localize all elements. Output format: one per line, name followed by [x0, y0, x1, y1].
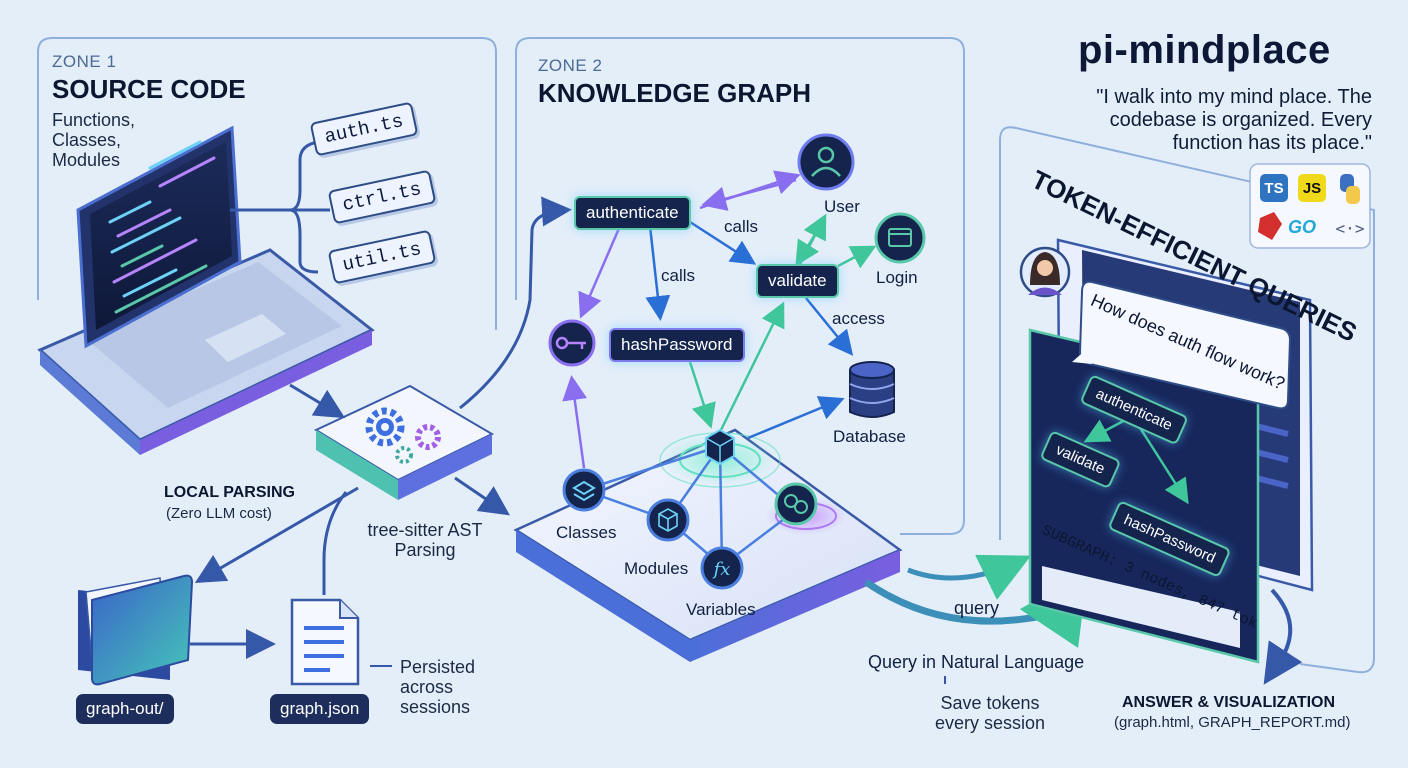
- arrow-parser-to-platform: [454, 476, 510, 516]
- laptop-illustration: [37, 125, 375, 455]
- zone1-label: ZONE 1: [52, 52, 117, 71]
- folder-icon: [78, 574, 194, 686]
- svg-text:fx: fx: [712, 559, 731, 580]
- database-icon: [849, 361, 895, 418]
- zone1-title: SOURCE CODE: [52, 74, 246, 104]
- zone2-label: ZONE 2: [538, 56, 603, 75]
- go-badge: GO: [1288, 217, 1317, 237]
- graph-out-folder-label[interactable]: graph-out/: [76, 694, 174, 724]
- answer-files: (graph.html, GRAPH_REPORT.md): [1114, 714, 1351, 731]
- code-brackets-icon: <·>: [1336, 219, 1365, 238]
- tagline-quote: "I walk into my mind place. The codebase…: [1096, 86, 1372, 154]
- document-icon: [290, 598, 360, 686]
- node-modules-label: Modules: [624, 559, 689, 578]
- persisted-label: Persisted across sessions: [400, 657, 476, 717]
- python-icon: [1340, 174, 1360, 204]
- node-hashpassword[interactable]: hashPassword: [609, 328, 745, 362]
- query-natural-language-label: Query in Natural Language: [868, 652, 1085, 672]
- node-variables-label: Variables: [686, 600, 756, 619]
- node-login-label: Login: [876, 268, 918, 287]
- local-parsing-title: LOCAL PARSING: [164, 484, 295, 501]
- typescript-badge: TS: [1260, 174, 1288, 202]
- zone2-frame: [515, 37, 965, 535]
- function-icon: fx: [700, 546, 744, 590]
- graph-platform: [513, 428, 903, 662]
- app-title: pi-mindplace: [1078, 28, 1331, 72]
- arrow-parser-to-graph: [459, 196, 572, 410]
- node-user-label: User: [824, 197, 860, 216]
- tree-sitter-label: tree-sitter AST Parsing: [367, 520, 483, 560]
- user-icon: [797, 133, 855, 191]
- login-icon: [874, 212, 926, 264]
- svg-text:<·>: <·>: [1336, 219, 1365, 238]
- graph-json-label[interactable]: graph.json: [270, 694, 370, 724]
- brain-icon: [774, 482, 818, 526]
- key-icon: [548, 319, 596, 367]
- arrow-parser-to-folder: [194, 486, 359, 584]
- save-tokens-label: Save tokens every session: [934, 693, 1046, 733]
- line-parser-to-json: [322, 491, 348, 595]
- zone3-frame: [999, 126, 1375, 674]
- arrow-laptop-to-parser: [289, 383, 346, 419]
- graph-edges: [562, 170, 877, 469]
- zone1-subtitle: Functions, Classes, Modules: [52, 110, 136, 170]
- cube-node-icon: [705, 428, 735, 466]
- edge-label-calls-2: calls: [661, 266, 696, 285]
- package-icon: [646, 498, 690, 542]
- node-validate[interactable]: validate: [756, 264, 839, 298]
- parser-cube: [313, 384, 495, 500]
- node-database-label: Database: [833, 427, 906, 446]
- zone1-frame: [37, 37, 497, 330]
- file-branch-connector: [230, 140, 330, 274]
- answer-title: ANSWER & VISUALIZATION: [1122, 694, 1336, 711]
- avatar: [1019, 246, 1071, 298]
- node-authenticate[interactable]: authenticate: [574, 196, 691, 230]
- query-arrow-upper: [907, 554, 1032, 600]
- javascript-badge: JS: [1298, 174, 1326, 202]
- answer-arrow: [1263, 588, 1303, 685]
- node-classes-label: Classes: [556, 523, 617, 542]
- layers-icon: [562, 468, 606, 512]
- zone2-title: KNOWLEDGE GRAPH: [538, 78, 811, 108]
- query-arrow-label: query: [954, 598, 1000, 618]
- local-parsing-subtitle: (Zero LLM cost): [166, 505, 272, 522]
- ruby-icon: [1258, 212, 1282, 240]
- gear-icon: [365, 407, 441, 464]
- query-arrow-lower: [864, 570, 1088, 649]
- edge-label-access: access: [832, 309, 885, 328]
- edge-label-calls-1: calls: [724, 217, 759, 236]
